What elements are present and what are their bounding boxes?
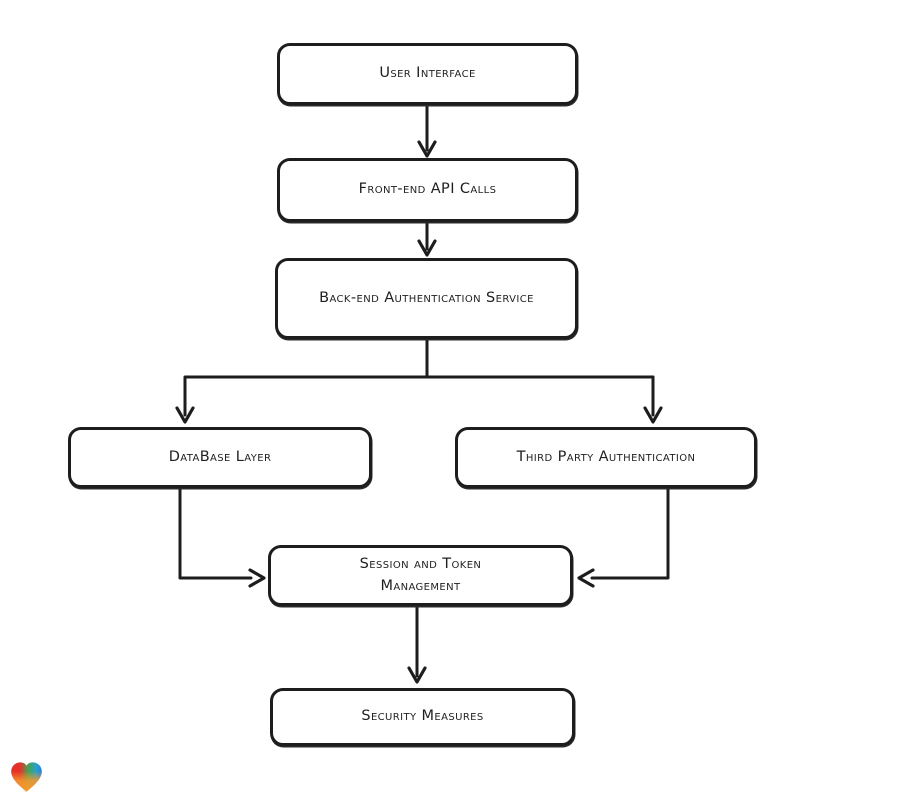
node-label: Session and Token Management [359,556,482,594]
node-label: Third Party Authentication [516,448,696,465]
node-database-layer[interactable]: DataBase Layer [68,427,372,488]
edge-session-and-token-management-to-security-measures [407,605,427,684]
heart-logo[interactable] [9,761,44,794]
node-label: DataBase Layer [168,448,272,465]
edge-front-end-api-calls-to-back-end-authentication-service [417,221,437,257]
node-back-end-authentication-service[interactable]: Back-end Authentication Service [275,258,578,339]
node-security-measures[interactable]: Security Measures [270,688,575,746]
node-third-party-authentication[interactable]: Third Party Authentication [455,427,757,488]
heart-shape-overlay [11,762,42,792]
node-front-end-api-calls[interactable]: Front-end API Calls [277,158,578,222]
edge-back-end-authentication-service-to-third-party-authentication [643,375,663,424]
node-label: Back-end Authentication Service [319,289,534,306]
node-session-and-token-management[interactable]: Session and Token Management [268,545,573,606]
node-label: Front-end API Calls [358,181,497,198]
edge-user-interface-to-front-end-api-calls [417,104,437,158]
edge-third-party-authentication-to-session-and-token-management [577,487,670,588]
edge-back-end-authentication-service-to-database-layer [175,338,655,424]
node-user-interface[interactable]: User Interface [277,43,578,105]
edge-database-layer-to-session-and-token-management [178,487,266,588]
node-label: Security Measures [361,708,484,725]
node-label: User Interface [379,65,476,82]
